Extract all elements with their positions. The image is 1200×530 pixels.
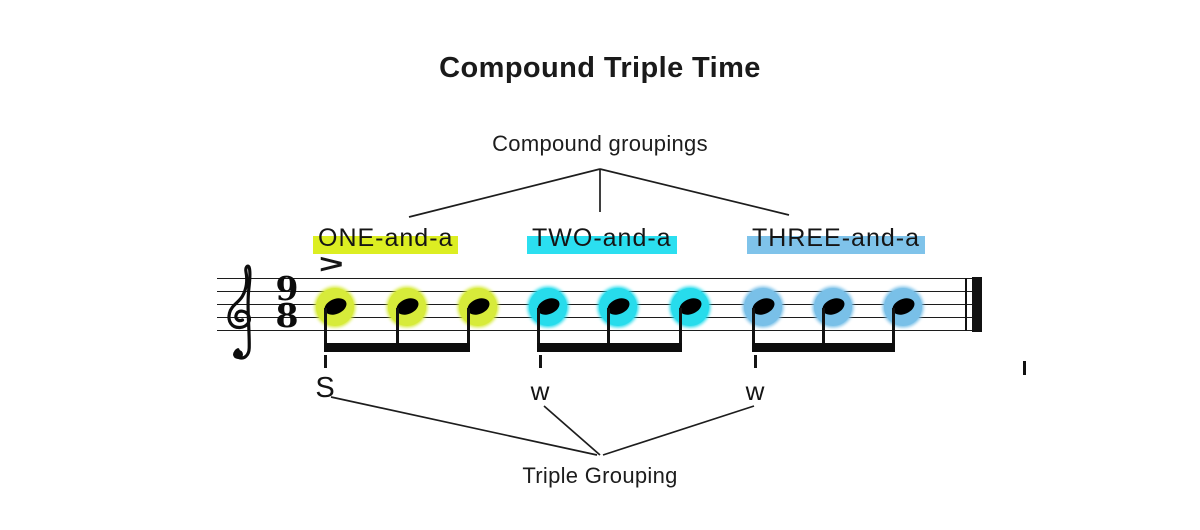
final-barline-thick [972,277,982,332]
eighth-note [744,288,782,326]
eighth-note [316,288,354,326]
cursor-mark [1023,361,1026,375]
time-signature: 9 8 [269,269,305,335]
accent-icon: > [319,249,344,279]
page-title: Compound Triple Time [439,52,761,84]
compound-groupings-label: Compound groupings [492,131,708,156]
eighth-note [814,288,852,326]
beat-tick [754,355,757,368]
eighth-note [529,288,567,326]
beat-label-three: THREE-and-a [747,222,925,254]
beat-strength-strong: S [315,372,335,404]
beat-strength-weak: w [745,376,765,406]
beat-tick [539,355,542,368]
note-stem [822,308,825,352]
beam [752,343,895,352]
beam [324,343,470,352]
triple-grouping-label: Triple Grouping [522,463,678,488]
note-stem [396,308,399,352]
note-stem [679,308,682,352]
note-stem [467,308,470,352]
staff-line [217,278,982,280]
note-stem [324,308,327,352]
time-signature-upper: 9 [275,269,299,308]
staff-line [217,330,982,332]
beat-tick [324,355,327,368]
beam [537,343,682,352]
eighth-note [599,288,637,326]
staff-line [217,317,982,319]
eighth-note [388,288,426,326]
beat-strength-weak: w [530,376,550,406]
note-stem [537,308,540,352]
beat-label-one: ONE-and-a [313,222,459,254]
time-signature-lower: 8 [275,295,299,335]
note-stem [607,308,610,352]
staff-line [217,291,982,293]
treble-clef-icon [227,264,252,360]
note-stem [892,308,895,352]
beat-label-two: TWO-and-a [527,222,677,254]
eighth-note [884,288,922,326]
eighth-note [671,288,709,326]
note-stem [752,308,755,352]
eighth-note [459,288,497,326]
final-barline-thin [965,278,967,331]
